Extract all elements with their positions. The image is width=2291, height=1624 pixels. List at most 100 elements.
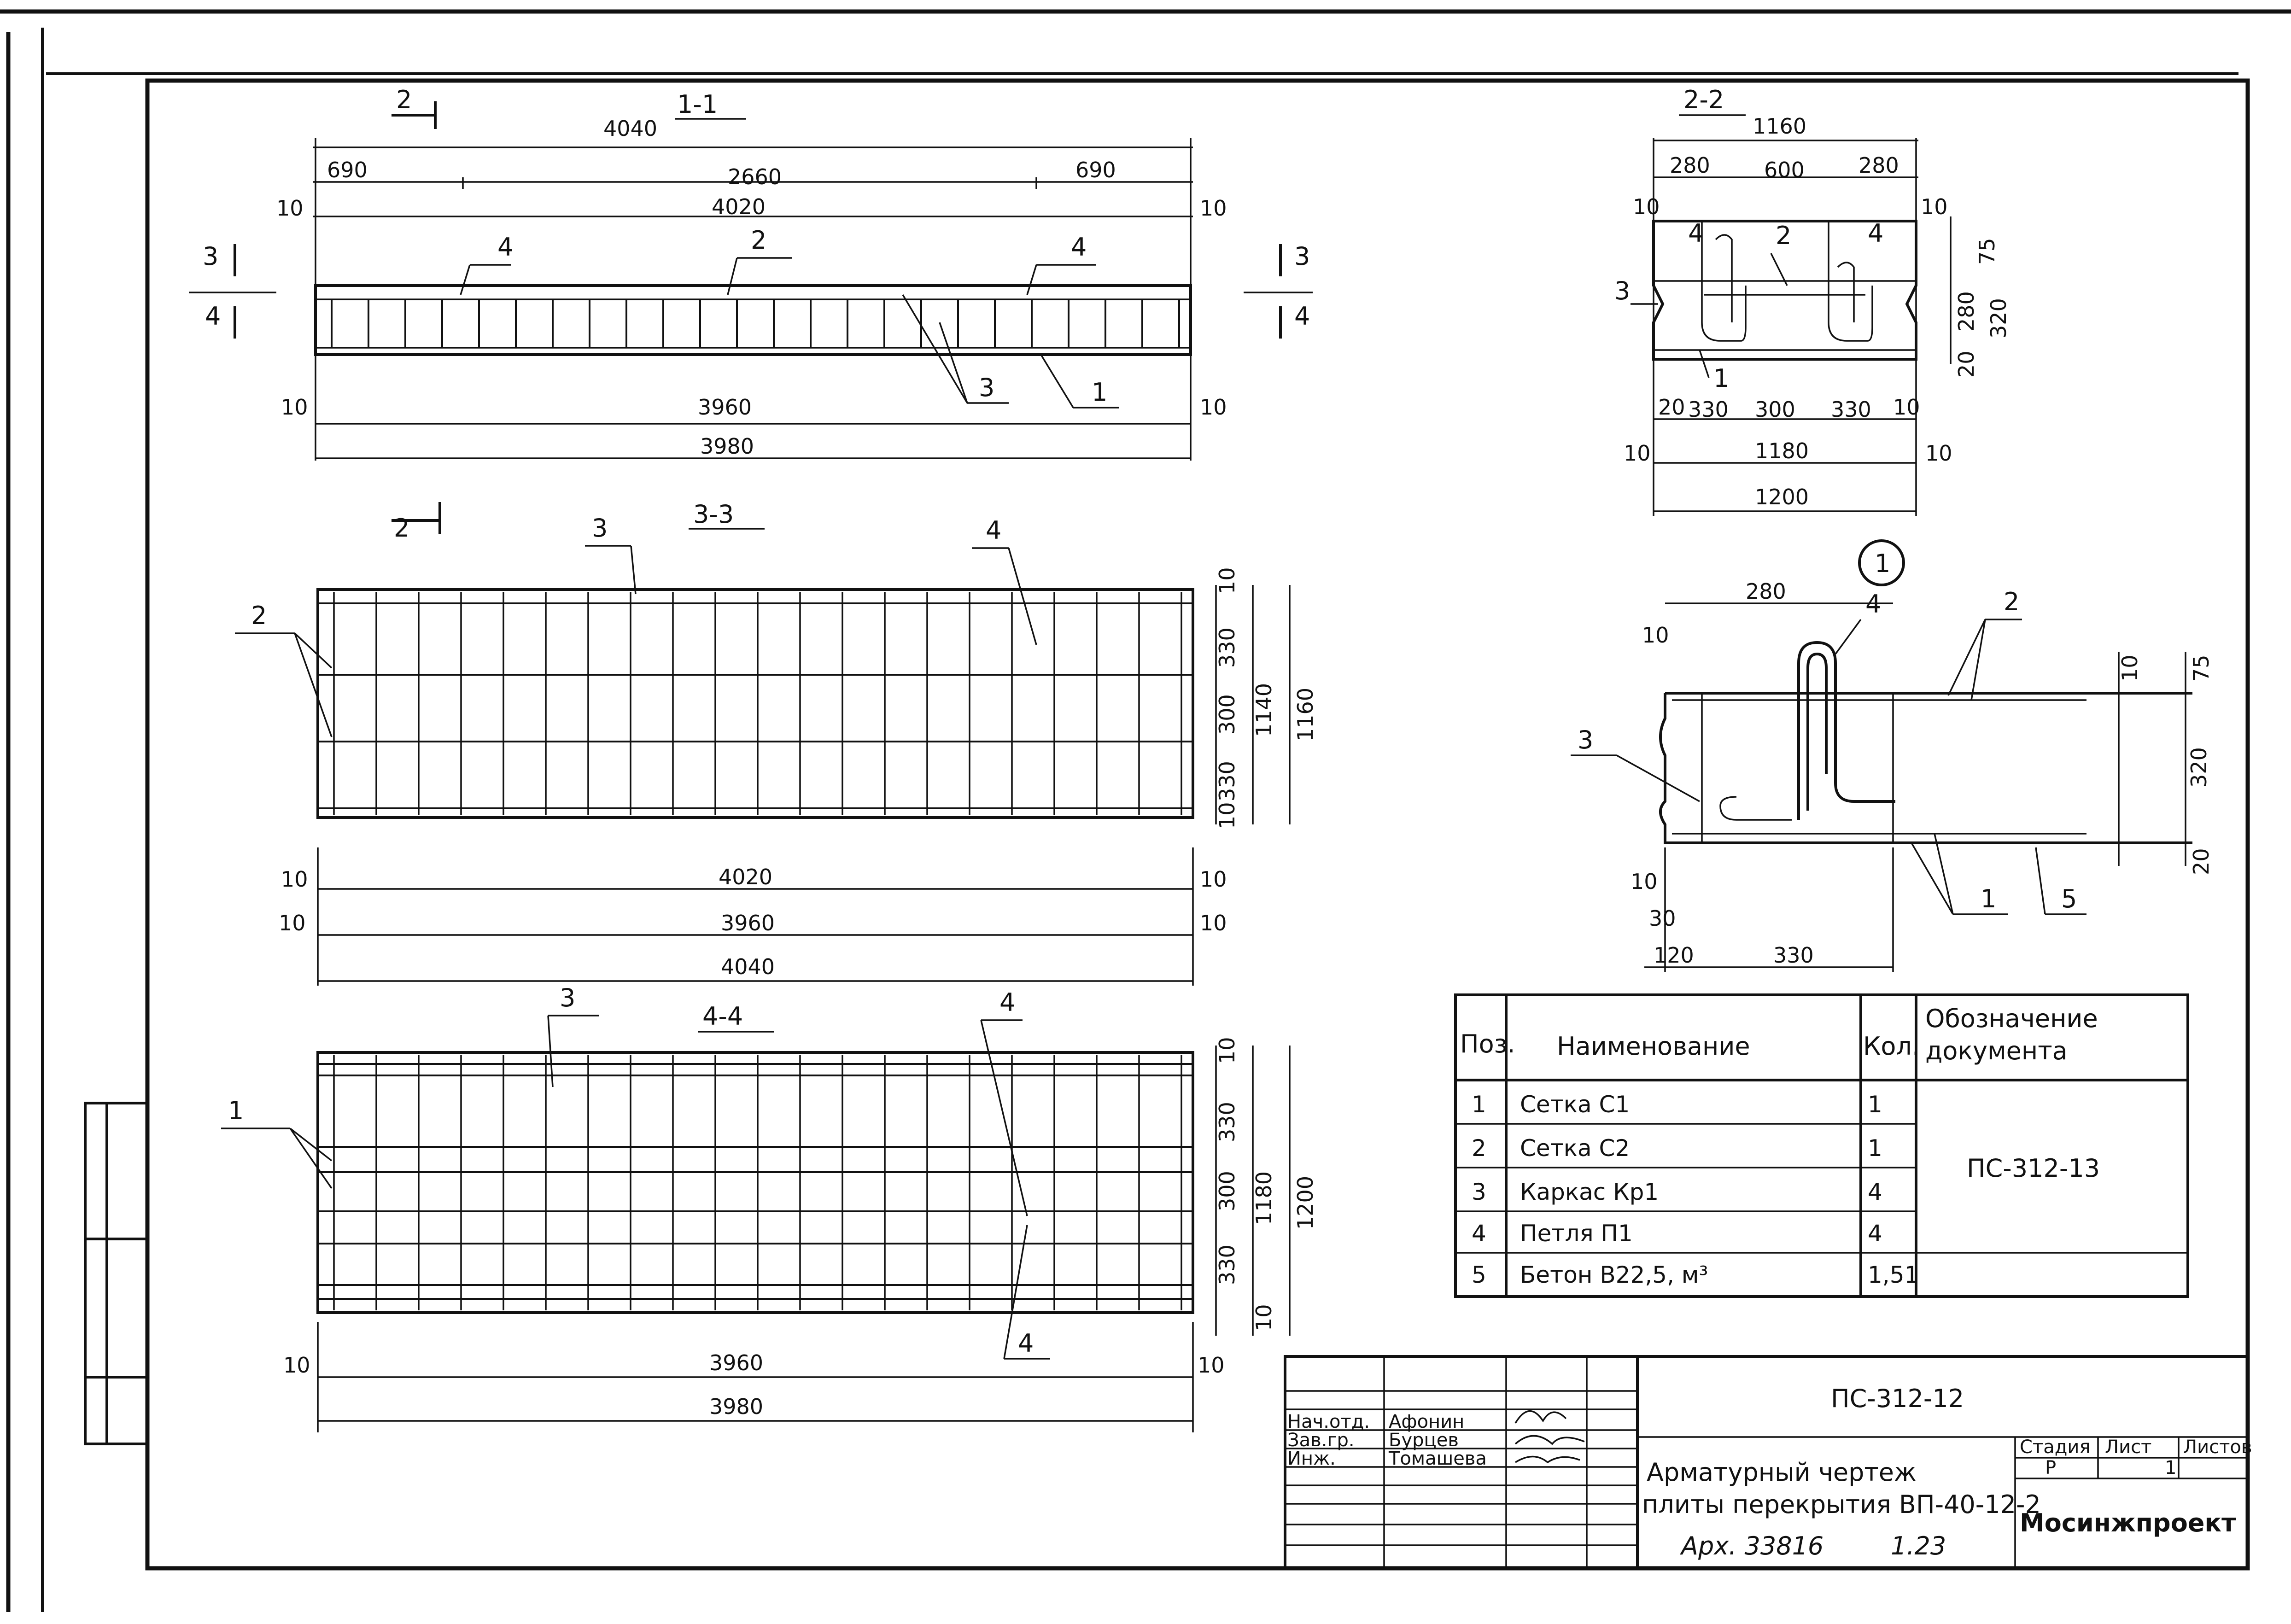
dim-node-a: 280	[1746, 579, 1786, 604]
dim-4-4-k: 3980	[709, 1394, 763, 1419]
callout-2-2-e: 1	[1713, 364, 1729, 393]
name-head: Афонин	[1389, 1411, 1464, 1432]
callout-2-2-a: 4	[1688, 219, 1704, 248]
dim-3-3-a: 10	[1215, 567, 1239, 594]
dim-3-3-b: 330	[1215, 627, 1239, 668]
cut-mark-2-bottom: 2	[394, 514, 409, 543]
dim-2-2-b: 280	[1670, 153, 1710, 178]
callout-4-4-a: 1	[228, 1096, 244, 1125]
table-header-pos: Поз.	[1460, 1029, 1515, 1058]
dim-4-4-j: 10	[1198, 1353, 1225, 1378]
dim-4-4-e: 10	[1251, 1304, 1276, 1331]
dim-1-1-k: 3980	[700, 434, 754, 459]
title-organization: Мосинжпроект	[2020, 1508, 2236, 1537]
table-header-qty: Кол.	[1863, 1032, 1920, 1061]
dim-4-4-b: 330	[1215, 1102, 1239, 1142]
role-engineer: Инж.	[1287, 1448, 1336, 1469]
dim-4-4-f: 1180	[1251, 1171, 1276, 1225]
dim-node-c: 10	[1642, 623, 1669, 648]
dim-3-3-e: 10	[1215, 802, 1239, 829]
callout-4-4-d: 4	[1018, 1329, 1034, 1358]
dim-2-2-i: 320	[1986, 298, 2011, 339]
title-sheet-value: 1	[2165, 1457, 2176, 1478]
title-col-sheet: Лист	[2105, 1437, 2151, 1458]
title-stage-value: Р	[2045, 1457, 2056, 1478]
dim-2-2-c: 600	[1764, 158, 1805, 182]
section-4-4: 4-4 1 3 4 4 10 330 300 330 10 1180 1200 …	[221, 983, 1318, 1432]
callout-3-3-a: 2	[251, 601, 267, 630]
table-cell-name: Петля П1	[1520, 1220, 1633, 1247]
dim-4-4-c: 300	[1215, 1171, 1239, 1211]
dim-1-1-a: 4040	[603, 116, 657, 141]
cut-mark-3-right: 3	[1294, 242, 1310, 271]
dim-node-j: 330	[1773, 943, 1814, 968]
table-cell-name: Бетон В22,5, м³	[1520, 1262, 1708, 1288]
dim-1-1-j: 10	[1200, 395, 1227, 420]
dim-4-4-i: 3960	[709, 1350, 763, 1375]
signature-engineer	[1515, 1455, 1580, 1464]
cut-mark-3-left: 3	[203, 242, 218, 271]
callout-node-b: 2	[2004, 587, 2019, 616]
mesh-grid-4-4	[318, 1055, 1193, 1310]
table-cell-pos: 1	[1472, 1091, 1486, 1118]
dim-3-3-g: 1160	[1293, 688, 1318, 742]
table-cell-qty: 1	[1868, 1135, 1882, 1162]
archive-number: Арх. 33816	[1680, 1531, 1823, 1560]
callout-1-1-b: 2	[751, 226, 766, 255]
callout-2-2-c: 4	[1868, 219, 1883, 248]
section-3-3: 2 3-3 2 3 4 10 330 300 330 10 1140 1160 …	[235, 500, 1318, 986]
table-cell-qty: 1,51	[1868, 1262, 1919, 1288]
dim-1-1-e: 4020	[712, 194, 766, 219]
dim-3-3-n: 4040	[721, 954, 775, 979]
role-group: Зав.гр.	[1287, 1430, 1355, 1451]
dim-1-1-d: 690	[1075, 158, 1116, 182]
dim-2-2-h: 280	[1954, 291, 1979, 332]
signature-group	[1514, 1435, 1585, 1445]
callout-1-1-d: 3	[979, 373, 994, 402]
dim-4-4-h: 10	[283, 1353, 310, 1378]
title-block: ПС-312-12 Нач.отд. Зав.гр. Инж. Афонин Б…	[1284, 1355, 2252, 1570]
table-header-doc-2: документа	[1925, 1036, 2068, 1065]
specification-table: Поз. Наименование Кол. Обозначение докум…	[1454, 993, 2189, 1298]
table-document-code: ПС-312-13	[1967, 1154, 2100, 1183]
dim-1-1-h: 3960	[698, 395, 752, 420]
mesh-grid-3-3	[318, 592, 1193, 815]
section-3-3-title: 3-3	[693, 500, 734, 529]
dim-4-4-g: 1200	[1293, 1176, 1318, 1230]
title-col-sheets: Листов	[2183, 1437, 2252, 1458]
name-group: Бурцев	[1389, 1430, 1459, 1451]
dim-2-2-g: 75	[1975, 238, 1999, 265]
title-line-2: плиты перекрытия ВП-40-12-2	[1642, 1490, 2041, 1519]
title-drawing-code: ПС-312-12	[1831, 1384, 1964, 1413]
dim-node-g: 10	[1631, 869, 1658, 894]
section-1-1-title: 1-1	[677, 90, 718, 119]
dim-3-3-k: 10	[279, 911, 306, 935]
section-4-4-title: 4-4	[702, 1002, 743, 1031]
dim-1-1-i: 10	[281, 395, 308, 420]
table-cell-name: Сетка С1	[1520, 1091, 1630, 1118]
section-2-2: 2-2 1160 280 600 280 10 10 75 280 320 20…	[1614, 85, 2011, 516]
role-head: Нач.отд.	[1287, 1411, 1370, 1432]
title-col-stage: Стадия	[2020, 1437, 2090, 1458]
dim-4-4-d: 330	[1215, 1244, 1239, 1285]
dim-2-2-m: 300	[1755, 397, 1795, 422]
stirrups-1-1	[331, 299, 1180, 348]
dim-3-3-i: 4020	[719, 865, 772, 889]
table-header-doc-1: Обозначение	[1925, 1004, 2098, 1033]
node-1-label: 1	[1875, 549, 1890, 578]
dim-2-2-k: 20	[1658, 395, 1685, 420]
dim-1-1-g: 10	[1200, 196, 1227, 221]
dim-2-2-d: 280	[1859, 153, 1899, 178]
dim-3-3-c: 300	[1215, 694, 1239, 735]
binding-margin-stamp	[84, 1102, 149, 1445]
node-1-marker	[1858, 539, 1905, 586]
table-cell-qty: 4	[1868, 1179, 1882, 1205]
callout-4-4-c: 4	[999, 988, 1015, 1017]
name-engineer: Томашева	[1388, 1448, 1487, 1469]
table-cell-pos: 5	[1472, 1262, 1486, 1288]
table-cell-pos: 2	[1472, 1135, 1486, 1162]
cut-mark-4-right: 4	[1294, 302, 1310, 331]
dim-3-3-m: 10	[1200, 911, 1227, 935]
callout-1-1-e: 1	[1092, 378, 1107, 407]
